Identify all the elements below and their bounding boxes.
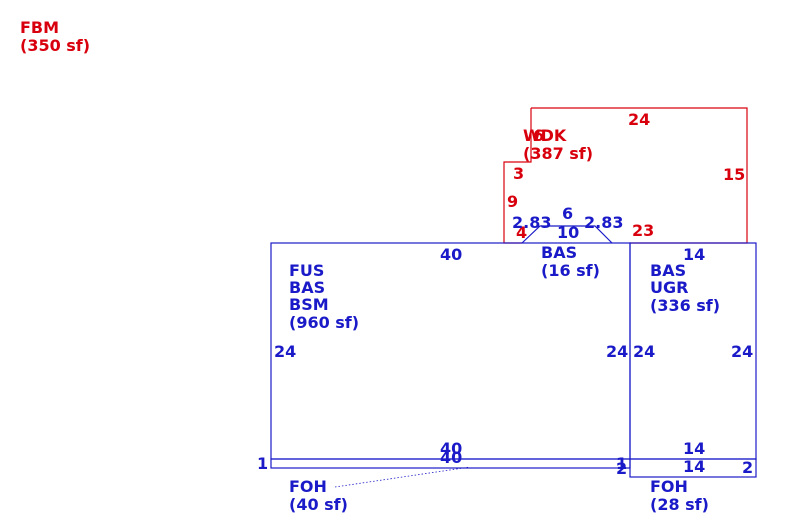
dim-main-left: 24: [274, 342, 296, 361]
bay-outline: [521, 225, 613, 244]
foh-right-outline: [629, 458, 757, 478]
foh-leader-line: [334, 466, 471, 488]
dim-wdk-4: 4: [516, 223, 527, 242]
dim-foh-right-top: 14: [683, 457, 705, 476]
dim-foh-right-2-right: 2: [742, 458, 753, 477]
dim-bay-10: 10: [557, 223, 579, 242]
dim-wdk-23: 23: [632, 221, 654, 240]
main-area: (960 sf): [289, 313, 359, 332]
dim-foh-left-right: 1: [616, 454, 627, 473]
wdk-area: (387 sf): [523, 144, 593, 163]
dim-bay-6: 6: [562, 204, 573, 223]
dim-wdk-right: 15: [723, 165, 745, 184]
bas-small-code: BAS: [541, 243, 577, 262]
ugr-area: (336 sf): [650, 296, 720, 315]
bas-small-area: (16 sf): [541, 261, 600, 280]
foh-right-area: (28 sf): [650, 495, 709, 514]
dim-foh-right-2-left: 2: [616, 459, 627, 478]
foh-left-code: FOH: [289, 477, 327, 496]
dim-ugr-top: 14: [683, 245, 705, 264]
dim-wdk-9: 9: [507, 192, 518, 211]
dim-ugr-left: 24: [633, 342, 655, 361]
fbm-code: FBM: [20, 18, 59, 37]
dim-bay-283-left: 2.83: [512, 213, 551, 232]
dim-bay-283-right: 2.83: [584, 213, 623, 232]
dim-ugr-bottom: 14: [683, 439, 705, 458]
dim-main-right: 24: [606, 342, 628, 361]
dim-foh-left-1: 1: [257, 454, 268, 473]
dim-foh-left-bottom: 40: [440, 448, 462, 467]
main-line2: BAS: [289, 278, 325, 297]
ugr-line2: UGR: [650, 278, 688, 297]
dim-wdk-top: 24: [628, 110, 650, 129]
foh-left-area: (40 sf): [289, 495, 348, 514]
dim-ugr-right: 24: [731, 342, 753, 361]
main-line3: BSM: [289, 295, 329, 314]
dim-wdk-3: 3: [513, 164, 524, 183]
fbm-area: (350 sf): [20, 36, 90, 55]
wdk-code: WDK: [523, 126, 567, 145]
main-line1: FUS: [289, 261, 324, 280]
dim-main-bottom: 40: [440, 439, 462, 458]
ugr-line1: BAS: [650, 261, 686, 280]
dim-wdk-6: 6: [533, 126, 544, 145]
dim-main-top: 40: [440, 245, 462, 264]
foh-right-code: FOH: [650, 477, 688, 496]
